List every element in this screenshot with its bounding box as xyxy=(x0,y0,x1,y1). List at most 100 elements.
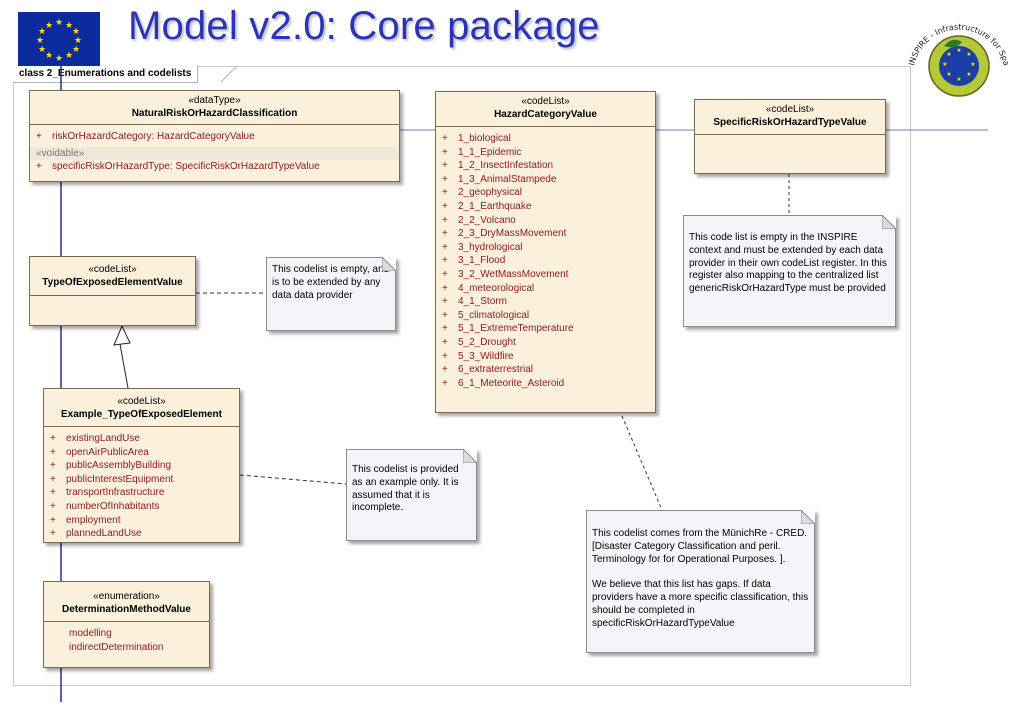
code-value-text: 2_1_Earthquake xyxy=(458,200,532,212)
code-value-row: +2_2_Volcano xyxy=(442,214,655,228)
svg-text:★: ★ xyxy=(966,51,971,58)
code-value-row: +employment xyxy=(50,514,239,528)
class-name: DeterminationMethodValue xyxy=(62,604,191,615)
code-value-row: +3_2_WetMassMovement xyxy=(442,268,655,282)
class-name: TypeOfExposedElementValue xyxy=(42,277,183,288)
code-value-row: +6_extraterrestrial xyxy=(442,363,655,377)
svg-text:★: ★ xyxy=(72,45,80,55)
svg-text:★: ★ xyxy=(74,36,82,46)
svg-text:★: ★ xyxy=(956,47,961,54)
class-hazard-category-value[interactable]: «codeList» HazardCategoryValue +1_biolog… xyxy=(435,91,656,413)
visibility-marker: + xyxy=(50,500,56,512)
svg-text:★: ★ xyxy=(45,21,53,31)
class-name: HazardCategoryValue xyxy=(494,109,597,120)
code-value-text: 2_3_DryMassMovement xyxy=(458,228,567,240)
visibility-marker: + xyxy=(442,200,448,212)
code-value-row: +publicAssemblyBuilding xyxy=(50,459,239,473)
code-value-text: 5_1_ExtremeTemperature xyxy=(458,323,574,335)
visibility-marker: + xyxy=(442,336,448,348)
code-value-text: existingLandUse xyxy=(66,433,140,444)
class-example-type-of-exposed-element[interactable]: «codeList» Example_TypeOfExposedElement … xyxy=(43,388,240,543)
visibility-marker: + xyxy=(442,268,448,280)
code-value-text: 5_2_Drought xyxy=(458,336,516,348)
note-link xyxy=(621,415,663,511)
note-text: This code list is empty in the INSPIRE c… xyxy=(689,232,887,295)
code-value-text: 4_1_Storm xyxy=(458,296,507,308)
visibility-marker: + xyxy=(442,146,448,158)
code-value-row: +plannedLandUse xyxy=(50,527,239,541)
attribute-text: specificRiskOrHazardType: SpecificRiskOr… xyxy=(52,160,320,172)
class-determination-method-value[interactable]: «enumeration» DeterminationMethodValue m… xyxy=(43,581,210,668)
stereotype-label: «codeList» xyxy=(765,104,815,115)
diagram-frame xyxy=(13,66,911,686)
note-fold-corner xyxy=(382,257,396,271)
visibility-marker: + xyxy=(442,377,448,389)
note-text: We believe that this list has gaps. If d… xyxy=(592,579,809,629)
code-value-text: publicInterestEquipment xyxy=(66,473,174,485)
note-fold-corner xyxy=(801,510,815,524)
code-value-row: +3_hydrological xyxy=(442,241,655,255)
code-value-text: 5_3_Wildfire xyxy=(458,350,514,362)
note-munichre-source: This codelist comes from the MünichRe - … xyxy=(586,510,815,653)
class-name: SpecificRiskOrHazardTypeValue xyxy=(713,117,867,128)
visibility-marker: + xyxy=(442,187,448,199)
visibility-marker: + xyxy=(50,528,56,540)
visibility-marker: + xyxy=(50,473,56,485)
diagram-frame-label: class 2_Enumerations and codelists xyxy=(13,66,199,83)
code-value-text: transportInfrastructure xyxy=(66,487,165,499)
visibility-marker: + xyxy=(442,309,448,321)
svg-text:★: ★ xyxy=(942,61,947,68)
code-value-row: + transportInfrastructure xyxy=(50,486,239,500)
code-value-text: openAirPublicArea xyxy=(66,446,149,458)
code-value-text: 1_1_Epidemic xyxy=(458,146,522,158)
code-value-row: indirectDetermination xyxy=(69,641,209,655)
code-value-text: 5_climatological xyxy=(458,309,530,321)
code-value-row: +4_meteorological xyxy=(442,282,655,296)
code-value-row: +5_1_ExtremeTemperature xyxy=(442,322,655,336)
note-link xyxy=(239,474,347,485)
visibility-marker: + xyxy=(442,133,448,144)
code-value-text: 2_2_Volcano xyxy=(458,214,516,226)
code-value-row: +openAirPublicArea xyxy=(50,446,239,460)
inspire-logo: ★★★ ★★★ ★★ INSPIRE - Infrastructure for … xyxy=(896,1,1018,108)
svg-text:★: ★ xyxy=(45,51,53,61)
svg-text:★: ★ xyxy=(956,76,961,83)
visibility-marker: + xyxy=(50,487,56,499)
code-value-text: 3_2_WetMassMovement xyxy=(458,268,569,280)
stereotype-label: «codeList» xyxy=(521,96,570,107)
note-text: This codelist comes from the MünichRe - … xyxy=(592,528,808,565)
generalization-arrowhead xyxy=(113,324,131,346)
visibility-marker: + xyxy=(442,241,448,253)
note-example-incomplete: This codelist is provided as an example … xyxy=(346,449,477,541)
code-value-row: +6_1_Meteorite_Asteroid xyxy=(442,377,655,391)
visibility-marker: + xyxy=(442,255,448,267)
class-specific-risk-or-hazard-type-value[interactable]: «codeList» SpecificRiskOrHazardTypeValue xyxy=(694,99,886,174)
code-value-text: 6_1_Meteorite_Asteroid xyxy=(458,377,565,389)
stereotype-label: «codeList» xyxy=(88,264,137,275)
code-value-row: +1_3_AnimalStampede xyxy=(442,173,655,187)
visibility-marker: + xyxy=(442,173,448,185)
code-value-row: +1_2_InsectInfestation xyxy=(442,159,655,173)
code-value-row: + publicInterestEquipment xyxy=(50,473,239,487)
svg-text:★: ★ xyxy=(65,21,73,31)
svg-text:★: ★ xyxy=(65,51,73,61)
svg-text:★: ★ xyxy=(38,45,46,55)
svg-text:★: ★ xyxy=(36,36,44,46)
code-value-row: +existingLandUse xyxy=(50,432,239,446)
visibility-marker: + xyxy=(442,282,448,294)
svg-text:★: ★ xyxy=(966,71,971,78)
visibility-marker: + xyxy=(50,460,56,472)
frame-tab-corner xyxy=(221,66,238,83)
class-type-of-exposed-element-value[interactable]: «codeList» TypeOfExposedElementValue xyxy=(29,256,196,326)
voidable-stereotype: «voidable» xyxy=(30,146,398,160)
code-value-text: 1_3_AnimalStampede xyxy=(458,173,557,185)
code-values-list: +existingLandUse+openAirPublicArea+publi… xyxy=(44,427,239,541)
class-natural-risk-or-hazard-classification[interactable]: «dataType» NaturalRiskOrHazardClassifica… xyxy=(29,90,400,182)
code-values-list: +1_biological+1_1_Epidemic+1_2_InsectInf… xyxy=(436,127,655,390)
note-fold-corner xyxy=(463,449,477,463)
note-specific-risk-empty: This code list is empty in the INSPIRE c… xyxy=(683,215,896,327)
attribute-row: +riskOrHazardCategory: HazardCategoryVal… xyxy=(36,131,255,142)
svg-text:★: ★ xyxy=(55,18,63,28)
